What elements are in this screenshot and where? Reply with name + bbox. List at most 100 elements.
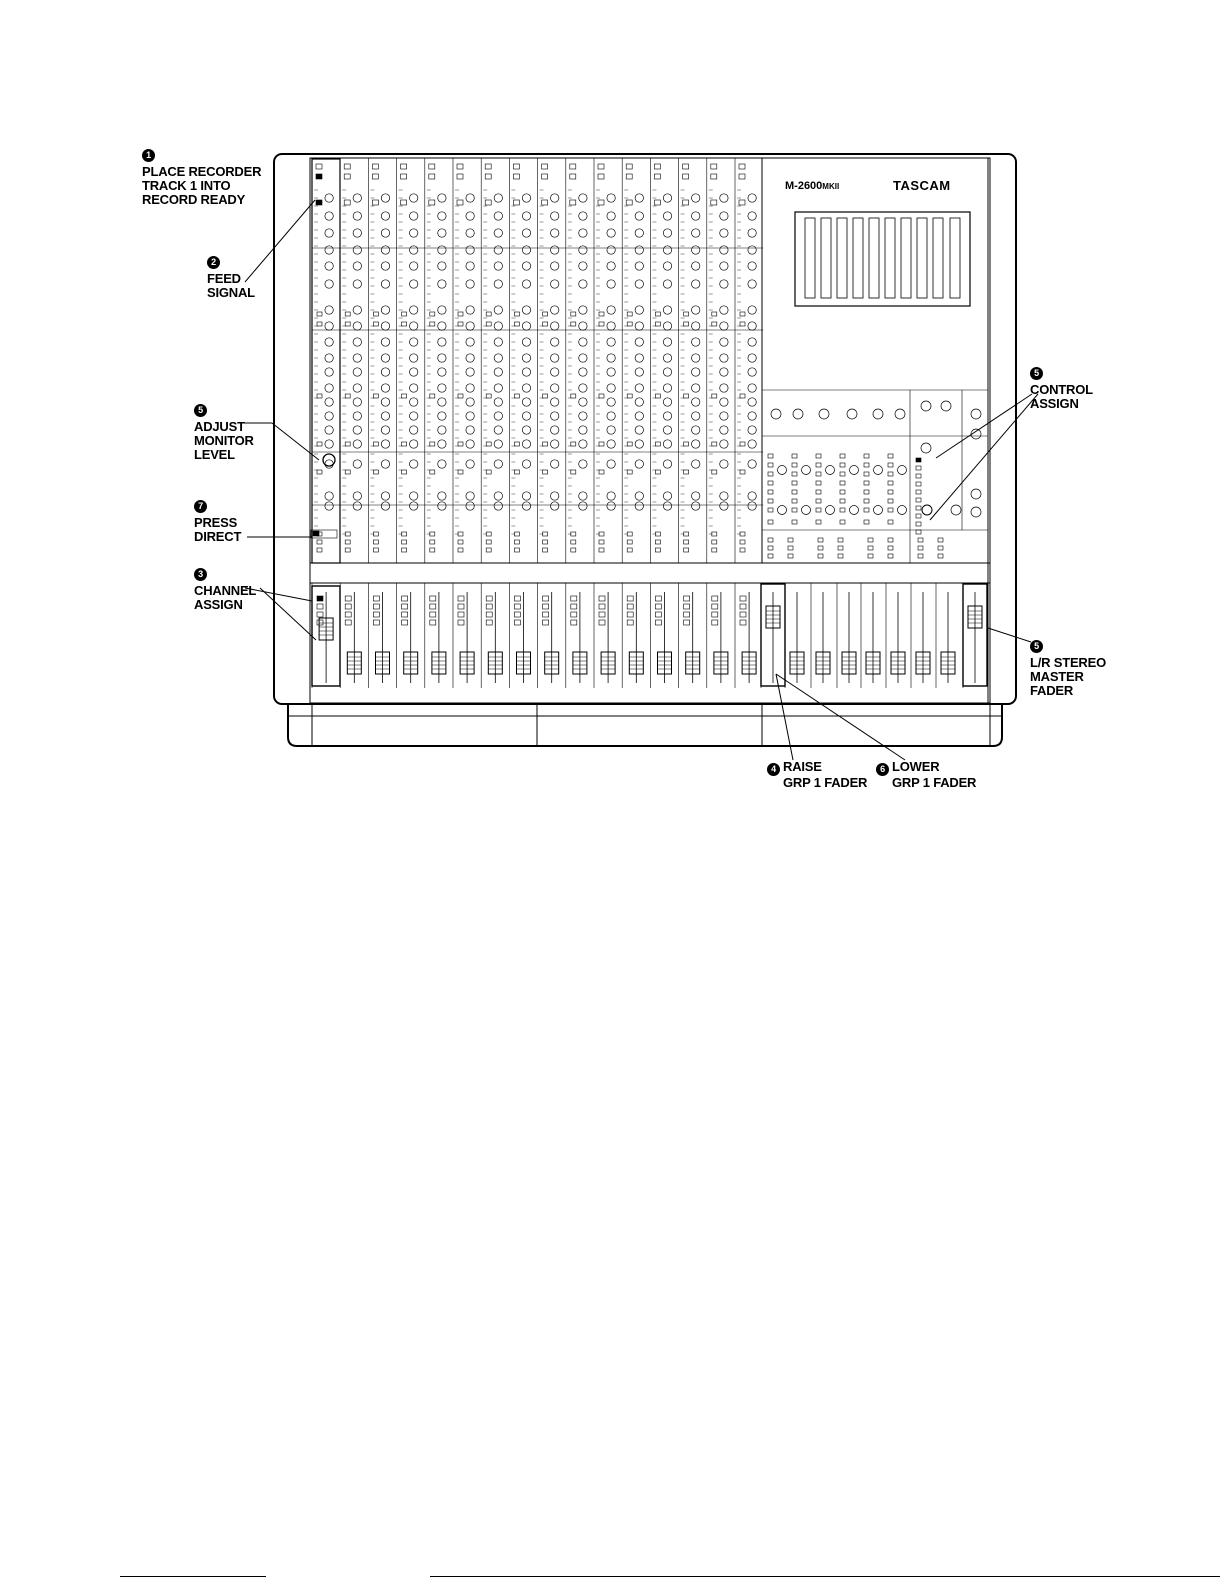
channel-knob xyxy=(522,426,530,434)
channel-knob xyxy=(494,426,502,434)
channel-knob xyxy=(720,280,728,288)
channel-knob xyxy=(381,212,389,220)
channel-knob xyxy=(663,502,671,510)
strip-button xyxy=(402,322,407,326)
return-mute-button xyxy=(938,538,943,542)
pad-button xyxy=(654,164,660,169)
callout-line: GRP 1 FADER xyxy=(767,776,867,790)
channel-knob xyxy=(353,246,361,254)
channel-knob xyxy=(551,280,559,288)
channel-knob xyxy=(381,398,389,406)
channel-knob xyxy=(438,492,446,500)
channel-knob xyxy=(494,354,502,362)
assign-button xyxy=(740,612,746,617)
channel-knob xyxy=(466,384,474,392)
channel-knob xyxy=(551,354,559,362)
assign-button xyxy=(486,620,492,625)
channel-knob xyxy=(579,492,587,500)
assign-button xyxy=(430,612,436,617)
assign-button xyxy=(402,596,408,601)
line-button xyxy=(542,174,548,179)
return-solo-button xyxy=(840,520,845,524)
channel-knob xyxy=(748,306,756,314)
channel-knob xyxy=(522,306,530,314)
channel-knob xyxy=(720,398,728,406)
callout-line: L/R STEREO xyxy=(1030,656,1106,670)
line-button xyxy=(485,174,491,179)
channel-knob xyxy=(579,368,587,376)
brand-logo: TASCAM xyxy=(893,178,951,193)
assign-button xyxy=(373,604,379,609)
assign-button xyxy=(514,596,520,601)
callout-line: PRESS xyxy=(194,516,241,530)
strip-button xyxy=(458,470,463,474)
strip-button xyxy=(684,312,689,316)
callout-line: MASTER xyxy=(1030,670,1106,684)
strip-button xyxy=(458,442,463,446)
strip-button xyxy=(373,548,378,552)
meter xyxy=(837,218,847,298)
assign-button xyxy=(317,604,323,609)
channel-knob xyxy=(466,229,474,237)
channel-knob xyxy=(748,338,756,346)
strip-button xyxy=(486,312,491,316)
footer-rule xyxy=(430,1576,1220,1577)
channel-knob xyxy=(381,280,389,288)
channel-knob xyxy=(607,398,615,406)
assign-button xyxy=(317,612,323,617)
channel-knob xyxy=(438,246,446,254)
return-assign-button xyxy=(792,490,797,494)
strip-button xyxy=(655,470,660,474)
return-assign-button xyxy=(840,490,845,494)
callout-line: RECORD READY xyxy=(142,193,261,207)
channel-knob xyxy=(720,194,728,202)
channel-knob xyxy=(579,412,587,420)
assign-button xyxy=(712,620,718,625)
channel-knob xyxy=(607,412,615,420)
strip-button xyxy=(317,442,322,446)
channel-knob xyxy=(692,212,700,220)
strip-button xyxy=(430,540,435,544)
strip-button xyxy=(740,540,745,544)
channel-knob xyxy=(325,280,333,288)
channel-knob xyxy=(410,502,418,510)
channel-knob xyxy=(692,502,700,510)
channel-knob xyxy=(748,262,756,270)
channel-knob xyxy=(466,194,474,202)
assign-button xyxy=(684,620,690,625)
channel-knob xyxy=(663,398,671,406)
return-assign-button xyxy=(816,499,821,503)
assign-button xyxy=(345,620,351,625)
strip-button xyxy=(655,394,660,398)
meter xyxy=(853,218,863,298)
assign-button xyxy=(571,604,577,609)
channel-knob xyxy=(579,280,587,288)
strip-button xyxy=(458,540,463,544)
channel-knob xyxy=(720,460,728,468)
strip-button xyxy=(543,394,548,398)
channel-knob xyxy=(522,398,530,406)
channel-knob xyxy=(410,412,418,420)
flip-button xyxy=(711,200,717,205)
channel-knob xyxy=(663,492,671,500)
assign-button xyxy=(317,596,323,601)
strip-button xyxy=(712,540,717,544)
assign-button xyxy=(514,620,520,625)
return-mix-button xyxy=(918,546,923,550)
control-room-source-button xyxy=(916,482,921,486)
flip-button xyxy=(739,200,745,205)
channel-knob xyxy=(494,398,502,406)
master-knob xyxy=(895,409,905,419)
meter xyxy=(917,218,927,298)
meter xyxy=(869,218,879,298)
channel-knob xyxy=(607,426,615,434)
callout-line: ASSIGN xyxy=(194,598,256,612)
channel-knob xyxy=(381,354,389,362)
line-button xyxy=(654,174,660,179)
return-assign-button xyxy=(888,481,893,485)
channel-knob xyxy=(522,368,530,376)
return-mute-button xyxy=(838,538,843,542)
channel-knob xyxy=(438,384,446,392)
channel-knob xyxy=(692,398,700,406)
channel-knob xyxy=(635,492,643,500)
